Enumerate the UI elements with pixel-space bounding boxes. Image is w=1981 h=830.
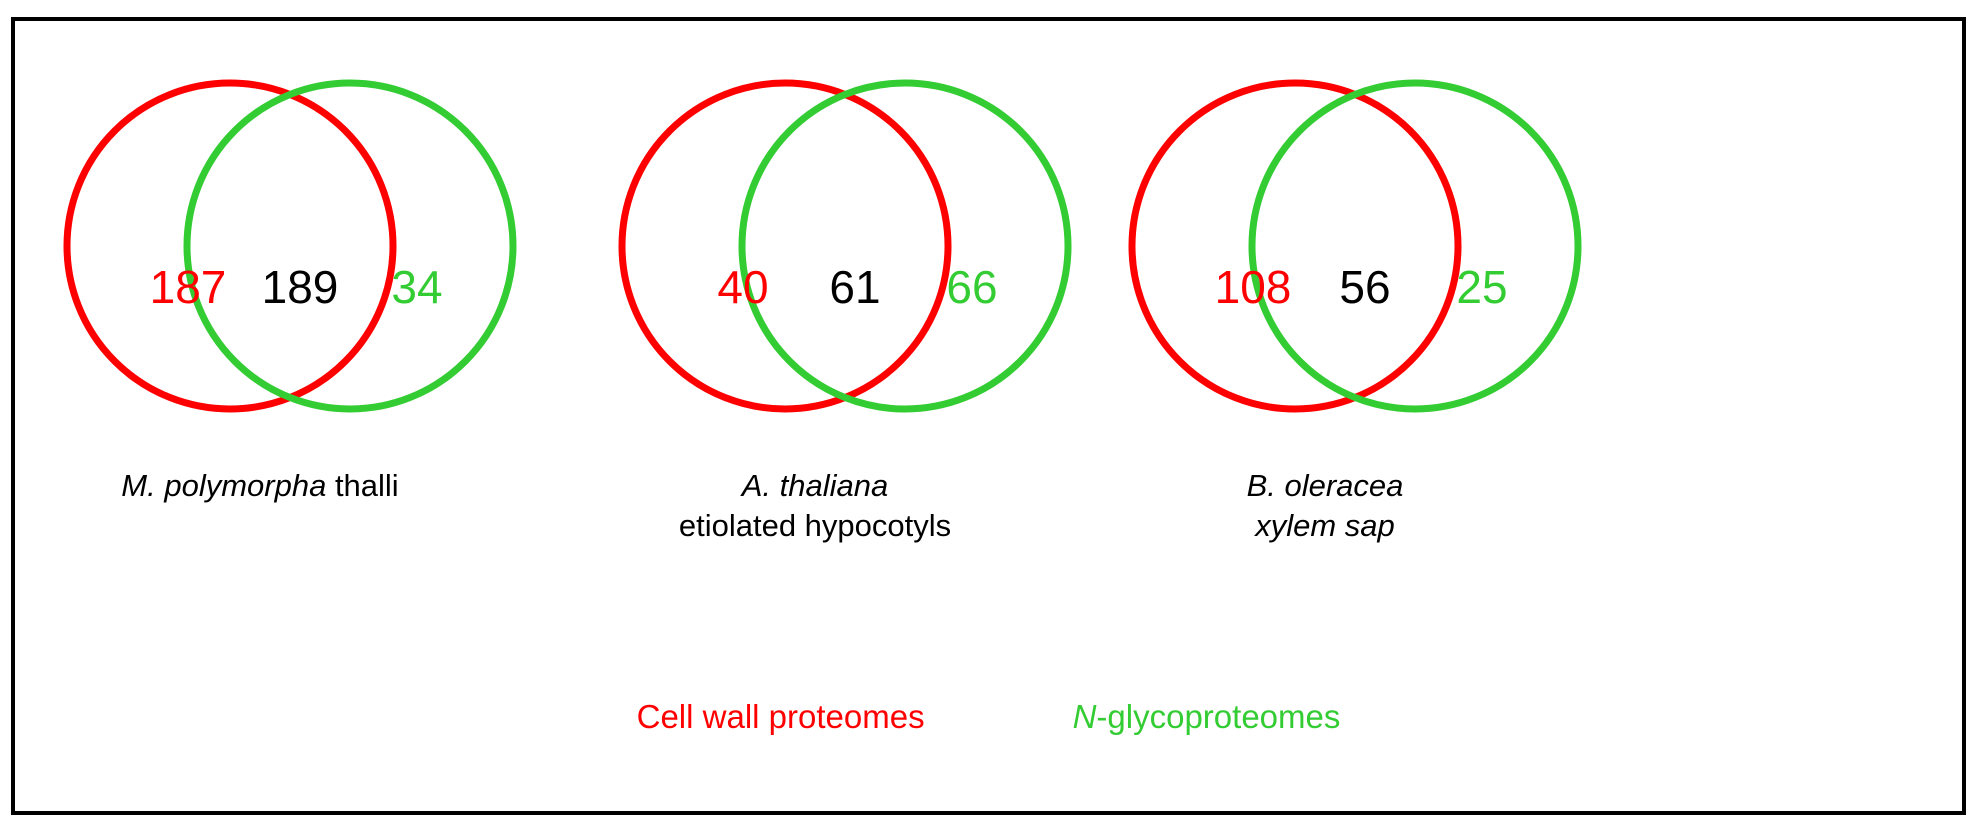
venn-count-left-only: 187 — [149, 261, 227, 313]
venn-panel-caption: A. thaliana etiolated hypocotyls — [575, 466, 1055, 546]
venn-count-intersection: 189 — [261, 261, 339, 313]
caption-tissue-name: xylem sap — [1255, 508, 1395, 543]
venn-count-right-only: 25 — [1456, 261, 1508, 313]
legend-glyco-suffix: -glycoproteomes — [1096, 698, 1341, 735]
caption-line: B. oleracea — [1085, 466, 1565, 506]
venn-count-left-only: 108 — [1214, 261, 1292, 313]
venn-count-right-only: 34 — [391, 261, 443, 313]
venn-circles-svg — [618, 79, 1072, 413]
caption-line: A. thaliana — [575, 466, 1055, 506]
figure-frame: 187 189 34 M. polymorpha thalli 40 61 66 — [11, 17, 1966, 815]
venn-panel-m-polymorpha: 187 189 34 M. polymorpha thalli — [60, 76, 660, 676]
caption-species-name: B. oleracea — [1246, 468, 1404, 503]
venn-circle-red — [1128, 79, 1462, 413]
caption-line: etiolated hypocotyls — [575, 506, 1055, 546]
venn-circle-red — [63, 79, 397, 413]
legend: Cell wall proteomes N-glycoproteomes — [15, 697, 1962, 737]
caption-line: xylem sap — [1085, 506, 1565, 546]
venn-count-intersection: 61 — [829, 261, 881, 313]
venn-circles-svg — [1128, 79, 1582, 413]
caption-tissue-name: thalli — [326, 468, 399, 503]
venn-count-intersection: 56 — [1339, 261, 1391, 313]
venn-count-left-only: 40 — [717, 261, 769, 313]
venn-circles-svg — [63, 79, 517, 413]
venn-panel-caption: M. polymorpha thalli — [20, 466, 500, 506]
venn-panel-caption: B. oleracea xylem sap — [1085, 466, 1565, 546]
caption-tissue-name: etiolated hypocotyls — [678, 508, 952, 543]
caption-species-name: M. polymorpha — [121, 468, 327, 503]
venn-panel-row: 187 189 34 M. polymorpha thalli 40 61 66 — [15, 21, 1962, 811]
venn-circle-green — [738, 79, 1072, 413]
venn-panel-a-thaliana: 40 61 66 A. thaliana etiolated hypocotyl… — [615, 76, 1215, 676]
caption-line: M. polymorpha thalli — [20, 466, 500, 506]
legend-entry-n-glycoproteomes: N-glycoproteomes — [1073, 697, 1341, 737]
caption-species-name: A. thaliana — [741, 468, 889, 503]
legend-entry-cell-wall-proteomes: Cell wall proteomes — [636, 698, 925, 735]
venn-count-right-only: 66 — [946, 261, 998, 313]
legend-glyco-prefix: N — [1072, 698, 1097, 735]
venn-circle-green — [1248, 79, 1582, 413]
venn-circle-green — [183, 79, 517, 413]
venn-circle-red — [618, 79, 952, 413]
venn-panel-b-oleracea: 108 56 25 B. oleracea xylem sap — [1125, 76, 1725, 676]
